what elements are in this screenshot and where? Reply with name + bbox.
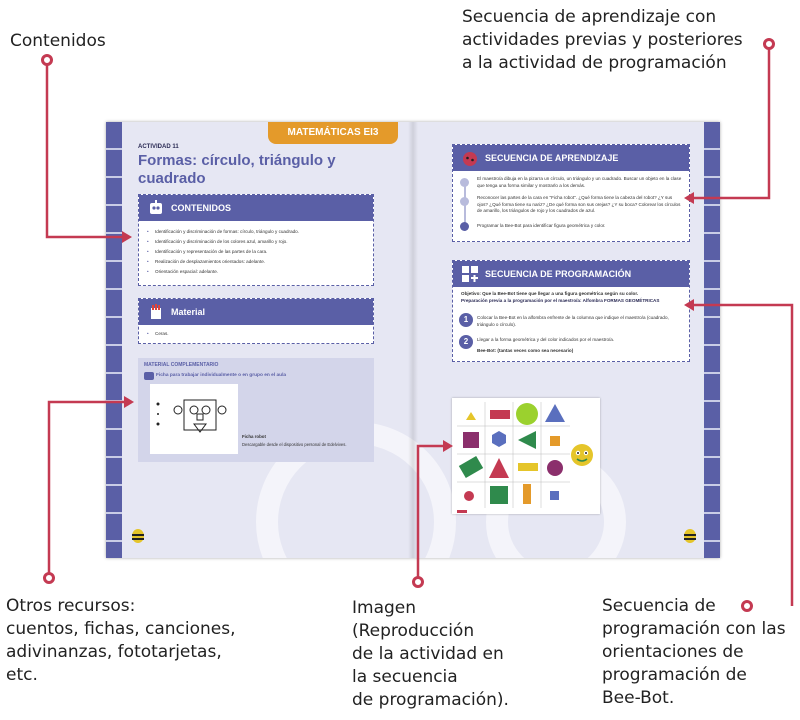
shapes-mat-image xyxy=(452,398,600,514)
activity-title: Formas: círculo, triángulo y cuadrado xyxy=(138,152,336,187)
material-item: Ceras. xyxy=(147,329,365,339)
annotation-contenidos: Contenidos xyxy=(10,31,106,51)
material-complementario-panel: MATERIAL COMPLEMENTARIO Ficha para traba… xyxy=(138,358,374,462)
activity-label: ACTIVIDAD 11 xyxy=(138,144,179,150)
contenidos-item: Identificación y discriminación de forma… xyxy=(147,227,365,237)
secuencia-aprendizaje-header: SECUENCIA DE APRENDIZAJE xyxy=(453,145,689,171)
annotation-secuencia-aprendizaje: Secuencia de aprendizaje con actividades… xyxy=(462,7,743,73)
secuencia-aprendizaje-title: SECUENCIA DE APRENDIZAJE xyxy=(485,153,619,163)
material-complementario-title: MATERIAL COMPLEMENTARIO xyxy=(144,362,219,368)
ficha-note: Descargable desde el dispositivo persona… xyxy=(242,442,347,447)
ficha-robot-thumbnail xyxy=(150,384,238,454)
material-complementario-subtitle: Ficha para trabajar individualmente o en… xyxy=(156,373,287,378)
subject-tab: MATEMÁTICAS EI3 xyxy=(268,122,398,144)
bee-logo-icon xyxy=(684,529,696,543)
beebot-instruction: Bee-Bot: (tantas veces como sea necesari… xyxy=(477,348,574,353)
left-page-border xyxy=(106,122,122,558)
secuencia-programacion-card: SECUENCIA DE PROGRAMACIÓN Objetivo: Que … xyxy=(452,260,690,362)
bee-logo-icon xyxy=(132,529,144,543)
programacion-preparation: Preparación previa a la programación por… xyxy=(461,298,660,303)
annotation-dot xyxy=(43,572,55,584)
material-card: Material Ceras. xyxy=(138,298,374,344)
material-title: Material xyxy=(171,307,206,317)
material-header: Material xyxy=(139,299,373,325)
secuencia-aprendizaje-card: SECUENCIA DE APRENDIZAJE El maestro/a di… xyxy=(452,144,690,242)
contenidos-item: Identificación y representación de las p… xyxy=(147,247,365,257)
annotation-otros-recursos: Otros recursos: cuentos, fichas, cancion… xyxy=(6,596,236,685)
annotation-dot xyxy=(741,600,753,612)
aprendizaje-step: Reconocer las partes de la cara en "Fich… xyxy=(477,195,681,213)
secuencia-programacion-header: SECUENCIA DE PROGRAMACIÓN xyxy=(453,261,689,287)
page-fold xyxy=(408,122,418,558)
contenidos-item: Realización de desplazamientos orientado… xyxy=(147,257,365,267)
step-marker xyxy=(460,222,469,231)
programacion-step: Colocar la Bee-Bot en la alfombra enfren… xyxy=(477,315,669,327)
leader-secuencia-programacion xyxy=(694,303,794,606)
program-grid-icon xyxy=(462,266,478,282)
right-page-border xyxy=(704,122,720,558)
programacion-objective: Objetivo: Que la Bee-Bot tiene que llega… xyxy=(461,291,639,296)
contenidos-card: CONTENIDOS Identificación y discriminaci… xyxy=(138,194,374,286)
annotation-dot xyxy=(41,54,53,66)
contenidos-header: CONTENIDOS xyxy=(139,195,373,221)
annotation-secuencia-programacion: Secuencia de programación con las orient… xyxy=(602,596,786,708)
leader-contenidos xyxy=(45,60,122,239)
ficha-icon xyxy=(144,372,154,380)
step-marker xyxy=(460,178,469,187)
programacion-step: Llegar a la forma geométrica y del color… xyxy=(477,337,615,342)
leader-otros-recursos xyxy=(47,400,124,578)
step-number: 2 xyxy=(459,335,473,349)
leader-secuencia-aprendizaje xyxy=(694,44,771,200)
annotation-dot xyxy=(412,576,424,588)
crayon-box-icon xyxy=(151,304,161,319)
robot-icon xyxy=(150,200,162,214)
contenidos-item: Orientación espacial: adelante. xyxy=(147,267,365,277)
contenidos-item: Identificación y discriminación de los c… xyxy=(147,237,365,247)
annotation-dot xyxy=(763,38,775,50)
ficha-label: Ficha robot xyxy=(242,434,266,439)
book-spread: MATEMÁTICAS EI3 ACTIVIDAD 11 Formas: cír… xyxy=(106,122,720,558)
ladybug-icon xyxy=(463,152,477,166)
step-marker xyxy=(460,197,469,206)
contenidos-title: CONTENIDOS xyxy=(171,203,232,213)
leader-imagen xyxy=(416,444,443,582)
step-number: 1 xyxy=(459,313,473,327)
secuencia-programacion-title: SECUENCIA DE PROGRAMACIÓN xyxy=(485,269,632,279)
robot-face-drawing xyxy=(156,399,227,433)
geometric-shapes-grid xyxy=(457,402,593,513)
aprendizaje-step: El maestro/a dibuja en la pizarra un cír… xyxy=(477,176,682,188)
annotation-imagen: Imagen (Reproducción de la actividad en … xyxy=(352,598,509,710)
aprendizaje-step: Programar la Bee-Bot para identificar fi… xyxy=(477,223,606,228)
